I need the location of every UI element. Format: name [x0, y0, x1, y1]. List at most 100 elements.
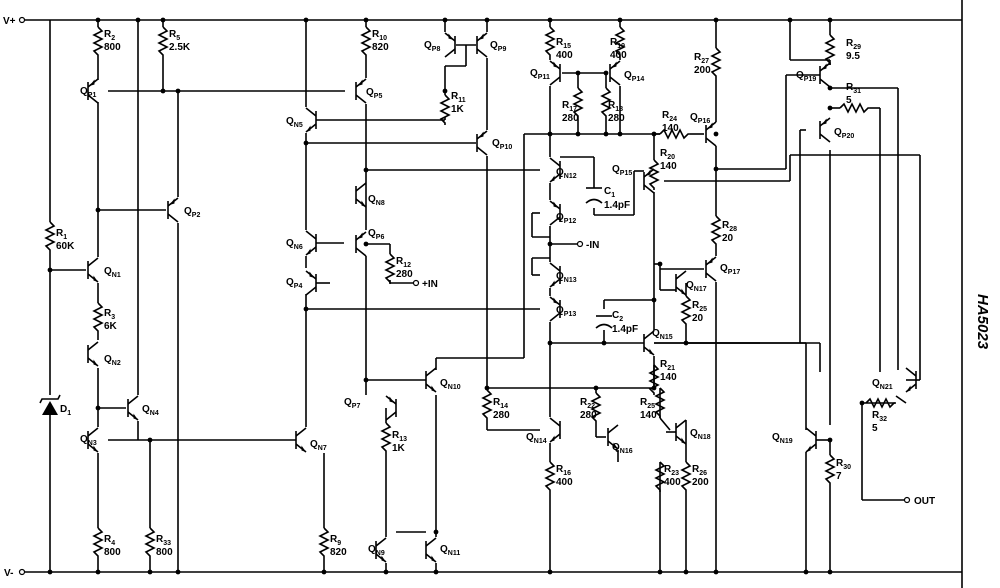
junction-dots [47, 17, 865, 575]
svg-text:QN13: QN13 [556, 271, 577, 284]
transistor-qp8: QP8 [424, 32, 456, 58]
svg-text:QN9: QN9 [368, 544, 385, 557]
in-minus-terminal: -IN [576, 240, 599, 251]
svg-text:QP14: QP14 [624, 70, 644, 83]
r10-value: 820 [372, 42, 389, 53]
r4-value: 800 [104, 547, 121, 558]
r32-value: 5 [872, 423, 878, 434]
transistor-qp19: QP19 [796, 62, 831, 88]
transistor-qn4: QN4 [127, 395, 159, 421]
transistor-qn10: QN10 [425, 367, 461, 393]
svg-text:C1: C1 [604, 186, 615, 199]
r20-value: 140 [660, 161, 677, 172]
r18-value: 280 [608, 113, 625, 124]
capacitor-c2: C2 1.4pF [595, 310, 638, 335]
r30-value: 7 [836, 471, 842, 482]
transistor-qn8: QN8 [355, 182, 385, 208]
svg-text:QP1: QP1 [80, 86, 96, 99]
svg-text:R4: R4 [104, 534, 115, 547]
r25a-value: 20 [692, 313, 704, 324]
vminus-label: V- [4, 568, 13, 579]
svg-text:QN18: QN18 [690, 428, 711, 441]
transistor-qp12: QP12 [549, 200, 576, 226]
in-plus-terminal: +IN [412, 279, 438, 290]
transistor-qn15: QN15 [643, 328, 673, 356]
r29-value: 9.5 [846, 51, 860, 62]
transistor-qp4: QP4 [286, 270, 317, 296]
c2-value: 1.4pF [612, 324, 638, 335]
svg-text:QN1: QN1 [104, 266, 121, 279]
svg-text:R14: R14 [493, 397, 508, 410]
transistor-qp20: QP20 [819, 117, 854, 143]
transistor-qn13: QN13 [549, 262, 577, 288]
svg-text:QP10: QP10 [492, 138, 512, 151]
svg-text:R25: R25 [692, 300, 707, 313]
wiring [49, 20, 921, 572]
c1-value: 1.4pF [604, 200, 630, 211]
transistor-qp14: QP14 [609, 60, 644, 86]
svg-text:R29: R29 [846, 38, 861, 51]
svg-text:QN5: QN5 [286, 116, 303, 129]
r13-value: 1K [392, 443, 406, 454]
vplus-terminal: V+ [3, 16, 26, 27]
transistor-qp17: QP17 [705, 256, 740, 282]
svg-text:QP5: QP5 [366, 87, 382, 100]
svg-text:R10: R10 [372, 29, 387, 42]
zener-diode-d1: D1 [39, 394, 71, 417]
capacitor-c1: C1 1.4pF [585, 186, 630, 211]
svg-text:QP17: QP17 [720, 263, 740, 276]
r5-value: 2.5K [169, 42, 191, 53]
svg-text:QP15: QP15 [612, 164, 632, 177]
svg-text:QP12: QP12 [556, 212, 576, 225]
out-terminal: OUT [903, 496, 935, 507]
r25b-value: 140 [640, 410, 657, 421]
svg-text:R32: R32 [872, 410, 887, 423]
r27-value: 200 [694, 65, 711, 76]
transistor-qn17: QN17 [675, 270, 707, 296]
svg-text:R21: R21 [660, 359, 675, 372]
svg-text:R30: R30 [836, 458, 851, 471]
svg-text:QP16: QP16 [690, 112, 710, 125]
svg-text:R9: R9 [330, 534, 341, 547]
part-number-label: HA5023 [974, 294, 991, 350]
transistor-qn14: QN14 [526, 417, 561, 445]
svg-text:D1: D1 [60, 404, 71, 417]
transistor-qn21: QN21 [872, 367, 917, 393]
r2-value: 800 [104, 42, 121, 53]
vminus-terminal: V- [4, 568, 26, 579]
transistor-qn11: QN11 [425, 537, 460, 563]
supply-rails [25, 0, 963, 588]
svg-text:R16: R16 [556, 464, 571, 477]
in-plus-label: +IN [422, 279, 438, 290]
transistor-qn12: QN12 [549, 157, 577, 183]
svg-text:R17: R17 [562, 100, 577, 113]
transistor-qn7: QN7 [295, 427, 327, 453]
svg-text:R1: R1 [56, 228, 67, 241]
svg-text:QN7: QN7 [310, 439, 327, 452]
svg-text:QP13: QP13 [556, 305, 576, 318]
svg-text:QN16: QN16 [612, 442, 633, 455]
r1-value: 60K [56, 241, 75, 252]
transistor-qp15: QP15 [612, 164, 655, 194]
c1-ref: C [604, 186, 611, 197]
transistor-qp13: QP13 [549, 296, 576, 322]
svg-text:QP2: QP2 [184, 206, 200, 219]
svg-text:R26: R26 [692, 464, 707, 477]
svg-text:R15: R15 [556, 37, 571, 50]
